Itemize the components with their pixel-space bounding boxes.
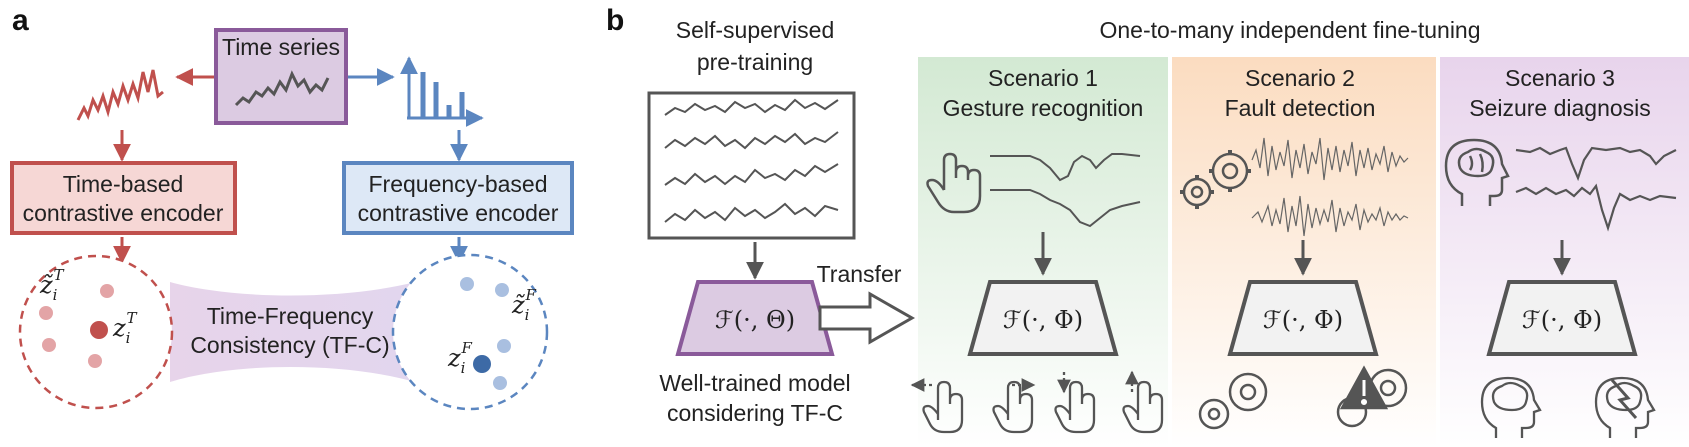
scenario-3-subtitle: Seizure diagnosis [1469,95,1651,121]
vibration-signal [1251,195,1409,237]
freq-encoder-box: Frequency-based contrastive encoder [342,161,574,235]
emg-signal [990,153,1141,182]
emg-signal [990,189,1141,228]
vibration-signal [1251,137,1409,181]
scenario-2-title: Scenario 2 [1245,65,1355,91]
time-domain-signal-icon [76,69,164,121]
time-series-signal-icon [234,70,330,107]
panel-a-label: a [12,4,29,37]
pretrained-model-formula: ℱ(·, Θ) [715,306,795,334]
swipe-right-gesture-icon [992,378,1036,434]
freq-encoder-label-line1: Frequency-based [369,171,548,197]
scenario-1-title: Scenario 1 [988,65,1098,91]
time-embedding-space: z̃iT ziT [18,254,174,410]
time-series-box: Time series [214,28,348,125]
scenario-2-model-formula: ℱ(·, Φ) [1263,306,1343,334]
time-embedding-point [42,338,56,352]
consistency-bridge [170,282,415,382]
pretrain-label-line2: pre-training [697,49,813,75]
pretrain-label-line1: Self-supervised [676,17,835,43]
transfer-arrow [818,291,916,345]
scenario-3-panel [1440,57,1689,447]
time-encoder-label-line1: Time-based [63,171,184,197]
finetune-title: One-to-many independent fine-tuning [1099,17,1480,43]
healthy-brain-icon [1480,376,1542,438]
scenario-1-model-formula: ℱ(·, Φ) [1003,306,1083,334]
swipe-left-gesture-icon [910,378,964,434]
time-encoder-label-line2: contrastive encoder [23,200,224,226]
eeg-signal [1515,183,1677,232]
swipe-down-gesture-icon [1054,372,1096,434]
freq-encoder-label-line2: contrastive encoder [358,200,559,226]
freq-embedding-space: z̃iF ziF [391,253,549,411]
pretrain-data-box [647,91,856,240]
freq-embedding-point [493,376,507,390]
transfer-label: Transfer [817,261,902,287]
freq-embedding-point [460,277,474,291]
scenario-3-model-formula: ℱ(·, Φ) [1522,306,1602,334]
freq-embedding-point [497,339,511,353]
scenario-2-model: ℱ(·, Φ) [1227,280,1379,356]
model-label-line1: Well-trained model [659,370,850,396]
time-series-label: Time series [222,34,340,60]
gesture-icons [910,370,1164,434]
freq-domain-bars-icon [400,56,484,127]
time-embedding-point [39,306,53,320]
z-tilde-F-label: z̃iF [511,286,536,324]
seizure-brain-icon [1594,376,1656,438]
panel-b-label: b [606,4,624,37]
faulty-gears-warning-icon [1336,365,1408,428]
time-embedding-point [88,354,102,368]
freq-anchor-point [473,355,491,373]
healthy-gears-icon [1198,372,1268,430]
z-tilde-T-label: z̃iT [39,266,64,304]
scenario-2-subtitle: Fault detection [1225,95,1376,121]
gears-icon [1180,150,1251,209]
scenario-3-title: Scenario 3 [1505,65,1615,91]
time-embedding-point [100,284,114,298]
time-anchor-point [90,321,108,339]
hand-pointer-icon [926,152,982,214]
freq-embedding-point [495,283,509,297]
swipe-up-gesture-icon [1122,370,1164,434]
pretrained-model: ℱ(·, Θ) [675,280,835,356]
consistency-label-line2: Consistency (TF-C) [190,332,389,358]
consistency-label-line1: Time-Frequency [207,303,374,329]
scenario-1-model: ℱ(·, Φ) [967,280,1119,356]
eeg-signal [1515,146,1677,182]
time-encoder-box: Time-based contrastive encoder [10,161,237,235]
scenario-1-subtitle: Gesture recognition [943,95,1144,121]
brain-head-icon [1444,138,1510,206]
z-T-label: ziT [112,309,137,347]
scenario-3-model: ℱ(·, Φ) [1486,280,1638,356]
model-label-line2: considering TF-C [667,400,843,426]
z-F-label: ziF [447,339,472,377]
